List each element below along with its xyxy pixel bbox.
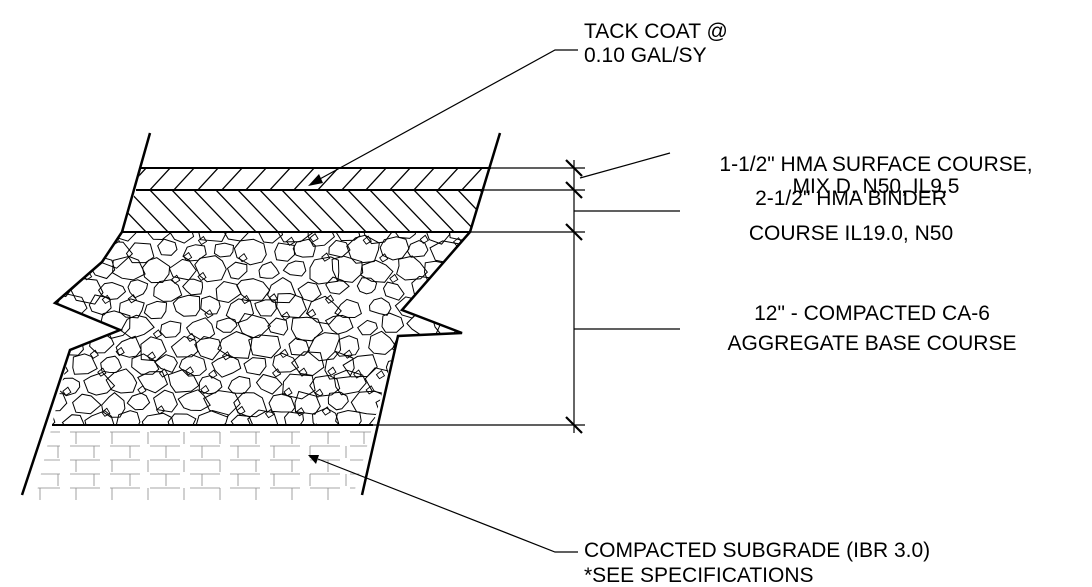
- leader-lines: [317, 49, 680, 553]
- surface-course-label: 1-1/2" HMA SURFACE COURSE, MIX D, N50, I…: [666, 154, 1086, 198]
- surface-course-label-line-2: MIX D, N50, IL9.5: [792, 175, 960, 198]
- section-left-edge: [20, 132, 152, 496]
- dimension-lines: [373, 160, 585, 433]
- section-right-edge: [360, 132, 502, 496]
- tack-coat-label-line-2: 0.10 GAL/SY: [584, 44, 707, 67]
- aggregate-base-label-line-1: 12" - COMPACTED CA-6: [754, 302, 990, 325]
- binder-course-label-line-1: 2-1/2" HMA BINDER: [755, 187, 947, 210]
- subgrade-label: COMPACTED SUBGRADE (IBR 3.0) *SEE SPECIF…: [584, 538, 930, 587]
- binder-course-label-line-2: COURSE IL19.0, N50: [748, 222, 954, 245]
- surface-course-label-line-1: 1-1/2" HMA SURFACE COURSE,: [719, 153, 1033, 176]
- binder-course-label: 2-1/2" HMA BINDER COURSE IL19.0, N50: [686, 181, 1016, 251]
- aggregate-base-label-line-2: AGGREGATE BASE COURSE: [727, 332, 1017, 355]
- subgrade-soil-pattern: [35, 431, 373, 500]
- tack-coat-label-line-1: TACK COAT @: [584, 20, 728, 43]
- tack-coat-label: TACK COAT @ 0.10 GAL/SY: [584, 20, 728, 68]
- leader-arrowheads: [308, 174, 323, 464]
- aggregate-base-label: 12" - COMPACTED CA-6 AGGREGATE BASE COUR…: [682, 299, 1062, 359]
- subgrade-label-line-1: COMPACTED SUBGRADE (IBR 3.0): [584, 539, 931, 562]
- aggregate-base-stones: [52, 232, 470, 425]
- dimension-ticks: [565, 159, 583, 434]
- surface-course-hatch: [136, 168, 491, 190]
- subgrade-label-line-2: *SEE SPECIFICATIONS: [584, 564, 814, 587]
